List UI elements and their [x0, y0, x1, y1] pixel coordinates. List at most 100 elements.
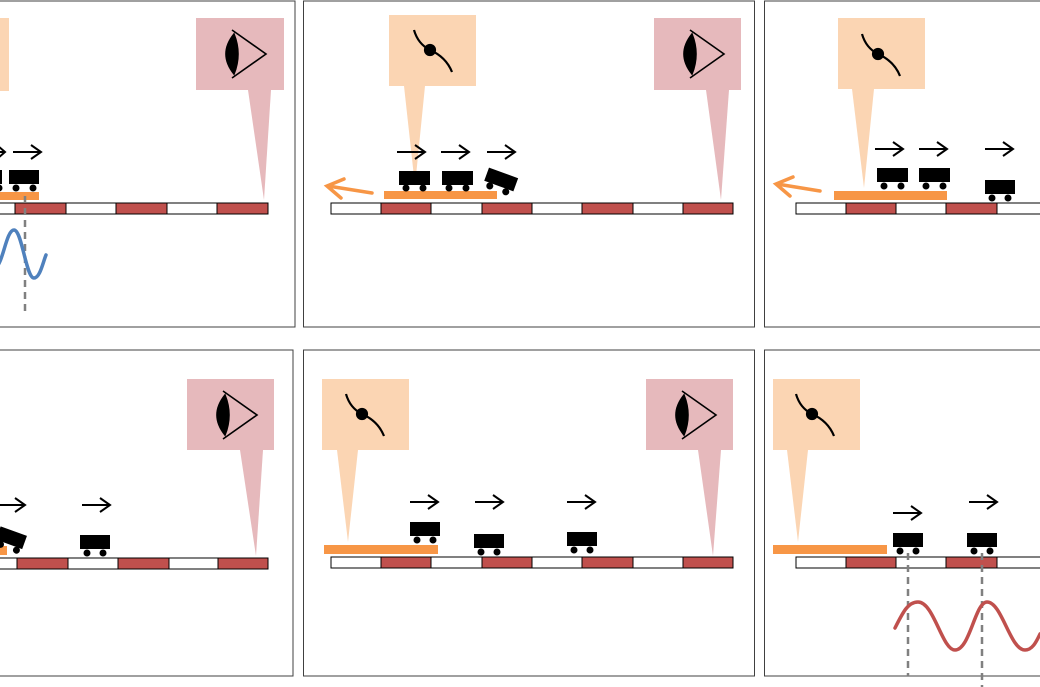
clock-pendulum-icon	[794, 393, 836, 437]
cart-icon	[484, 167, 519, 196]
observer-marker-top-left	[196, 18, 284, 200]
track-segment	[895, 202, 947, 215]
right-arrow-icon	[969, 494, 999, 510]
track-segment	[481, 556, 533, 569]
panel-top-left	[0, 0, 296, 328]
eye-icon	[225, 29, 268, 79]
track-segment	[795, 202, 847, 215]
track-segment	[166, 202, 218, 215]
track-segment	[16, 557, 69, 570]
track-segment	[217, 557, 269, 570]
right-arrow-icon	[487, 144, 517, 160]
platform-bottom-middle	[324, 545, 438, 554]
track-segment	[996, 202, 1040, 215]
right-arrow-icon	[397, 144, 427, 160]
track-segment	[945, 202, 998, 215]
blue-wave	[0, 228, 48, 280]
track-segment	[168, 557, 219, 570]
motion-arrows	[0, 141, 1015, 521]
track-segment	[117, 557, 170, 570]
track-segment	[216, 202, 269, 215]
clock-pendulum-icon	[860, 33, 902, 77]
track-segment	[795, 556, 847, 569]
platform-bottom-left	[0, 546, 7, 555]
right-arrow-icon	[0, 497, 27, 513]
track-segment	[945, 556, 998, 569]
observer-pointer	[240, 450, 263, 556]
source-pointer	[404, 86, 425, 186]
right-arrow-icon	[875, 141, 905, 157]
track-segment	[330, 202, 382, 215]
source-marker-bottom-right	[773, 379, 860, 542]
red-wave	[893, 600, 1040, 652]
track-bottom-middle	[330, 556, 734, 569]
left-arrow-icon	[323, 177, 374, 200]
track-segment	[380, 556, 432, 569]
observer-pointer	[706, 90, 729, 200]
right-arrow-icon	[410, 494, 440, 510]
observer-box	[654, 18, 741, 90]
track-top-left	[0, 202, 269, 215]
track-segment	[996, 556, 1040, 569]
observer-box	[646, 379, 733, 450]
panel-bottom-right	[764, 349, 1040, 677]
track-segment	[481, 202, 533, 215]
right-arrow-icon	[13, 144, 43, 160]
track-segment	[330, 556, 382, 569]
track-segment	[632, 556, 684, 569]
source-marker-top-middle	[389, 15, 476, 186]
carts	[0, 167, 1015, 557]
cart-icon	[80, 535, 110, 557]
platform-bottom-right	[773, 545, 887, 554]
track-segment	[65, 202, 117, 215]
platform-top-middle	[384, 191, 497, 199]
left-arrow-icon	[772, 175, 822, 198]
cart-icon	[9, 170, 39, 192]
track-segment	[845, 556, 897, 569]
panel-bottom-left	[0, 349, 294, 677]
track-segment	[0, 557, 18, 570]
right-arrow-icon	[82, 497, 112, 513]
eye-icon	[675, 390, 718, 440]
track-segment	[895, 556, 947, 569]
panel-top-right	[764, 0, 1040, 328]
track-segment	[380, 202, 432, 215]
cart-icon	[985, 180, 1015, 202]
eye-icon	[216, 390, 259, 440]
platform-top-left	[0, 192, 39, 200]
eye-icon	[683, 29, 726, 79]
track-segment	[430, 202, 483, 215]
observer-marker-top-middle	[654, 18, 741, 200]
cart-icon	[567, 532, 597, 554]
right-arrow-icon	[441, 144, 471, 160]
right-arrow-icon	[475, 494, 505, 510]
source-pointer	[337, 450, 358, 542]
panel-top-middle	[303, 0, 755, 328]
track-segment	[581, 556, 634, 569]
cart-icon	[967, 533, 997, 555]
clock-pendulum-icon	[412, 29, 454, 73]
observer-pointer	[698, 450, 721, 556]
track-segment	[845, 202, 897, 215]
tracks	[0, 202, 1040, 570]
track-segment	[682, 556, 734, 569]
cart-icon	[877, 168, 908, 190]
observer-box	[187, 379, 274, 450]
track-segment	[531, 556, 583, 569]
track-segment	[682, 202, 734, 215]
observer-marker-bottom-middle	[646, 379, 733, 556]
track-segment	[115, 202, 168, 215]
dashed-lines	[23, 196, 984, 687]
track-top-right	[795, 202, 1040, 215]
cart-icon	[399, 171, 430, 192]
track-bottom-left	[0, 557, 269, 570]
cart-icon	[0, 170, 3, 192]
track-segment	[67, 557, 119, 570]
observer-markers	[187, 18, 741, 556]
drift-arrows	[323, 175, 822, 200]
cart-icon	[919, 168, 950, 190]
source-pointer	[787, 450, 808, 542]
